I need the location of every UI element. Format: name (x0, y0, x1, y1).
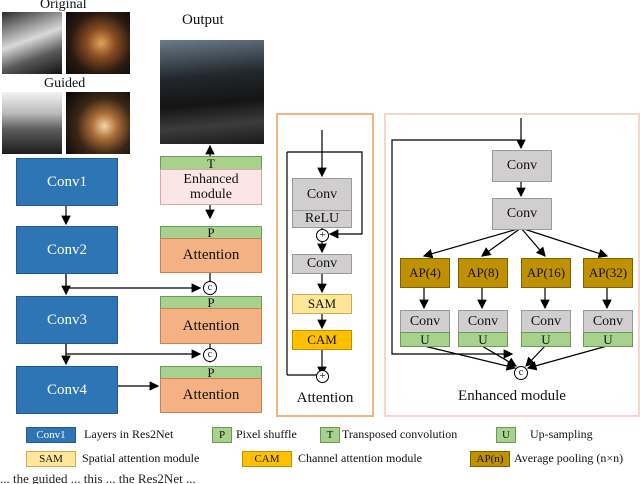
em-conv-branch-3: Conv (521, 310, 571, 334)
conv3-block: Conv3 (16, 296, 118, 344)
attn-conv-block: Conv (292, 178, 352, 212)
em-upsample-2: U (458, 332, 508, 347)
original-image-gray (2, 12, 62, 74)
decoder-attention-2: Attention (160, 308, 262, 344)
attn-add-node: + (316, 229, 329, 242)
enhanced-module-panel (384, 113, 640, 417)
attn-add-node-2: + (316, 370, 329, 383)
em-conv-branch-1: Conv (400, 310, 450, 334)
em-conv2-block: Conv (492, 198, 552, 230)
legend-sam-box: SAM (26, 451, 76, 467)
guided-label: Guided (44, 76, 86, 91)
concat-node-1: c (203, 281, 217, 295)
attention-module-panel (276, 113, 374, 417)
em-upsample-3: U (521, 332, 571, 347)
ap8-block: AP(8) (458, 258, 508, 288)
legend-conv1-box: Conv1 (26, 427, 76, 443)
guided-image-gray (2, 92, 62, 154)
legend-cam-box: CAM (242, 451, 292, 467)
output-image (160, 40, 264, 144)
attention-title: Attention (296, 390, 354, 406)
concat-node-2: c (203, 348, 217, 362)
legend-p-text: Pixel shuffle (236, 427, 297, 441)
legend-sam-text: Spatial attention module (82, 451, 200, 465)
output-label: Output (182, 12, 224, 28)
conv1-block: Conv1 (16, 158, 118, 206)
em-conv-branch-2: Conv (458, 310, 508, 334)
original-image-color (66, 12, 130, 74)
em-conv-branch-4: Conv (583, 310, 633, 334)
legend-t-text: Transposed convolution (342, 427, 458, 441)
em-conv1-block: Conv (492, 150, 552, 182)
enhanced-title: Enhanced module (458, 388, 566, 404)
attn-sam-block: SAM (292, 294, 352, 314)
em-concat-node: c (514, 366, 528, 380)
conv4-block: Conv4 (16, 366, 118, 414)
ap16-block: AP(16) (521, 258, 571, 288)
em-upsample-4: U (583, 332, 633, 347)
legend-ap-box: AP(n) (470, 451, 510, 467)
em-upsample-1: U (400, 332, 450, 347)
conv2-block: Conv2 (16, 226, 118, 274)
legend-u-box: U (496, 427, 516, 443)
ap32-block: AP(32) (583, 258, 633, 288)
legend-p-box: P (212, 427, 232, 443)
legend-t-box: T (320, 427, 340, 443)
legend-conv1-text: Layers in Res2Net (84, 427, 174, 441)
decoder-enhanced-module: Enhanced module (160, 169, 262, 205)
legend-cam-text: Channel attention module (298, 451, 422, 465)
transposed-conv-block: T (160, 156, 262, 170)
ap4-block: AP(4) (400, 258, 450, 288)
decoder-attention-1: Attention (160, 238, 262, 273)
caption-fragment: ... the guided ... this ... the Res2Net … (0, 474, 196, 484)
guided-image-color (66, 92, 130, 154)
attn-relu-block: ReLU (292, 210, 352, 228)
decoder-attention-3: Attention (160, 378, 262, 413)
legend-u-text: Up-sampling (530, 427, 593, 441)
attn-cam-block: CAM (292, 330, 352, 350)
attn-conv2-block: Conv (292, 254, 352, 274)
original-label: Original (40, 0, 87, 12)
legend-ap-text: Average pooling (n×n) (514, 451, 624, 465)
